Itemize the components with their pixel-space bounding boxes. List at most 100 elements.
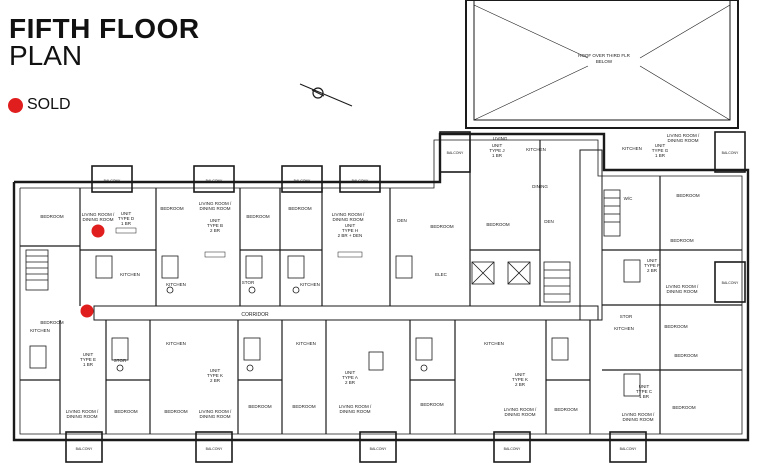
svg-text:1 BR: 1 BR <box>639 394 650 399</box>
room-den: DEN <box>397 218 407 223</box>
sold-marker <box>91 224 105 238</box>
room-dining: DINING <box>532 184 548 189</box>
room-living-dining-1: LIVING ROOM / <box>66 409 99 414</box>
room-bedroom: BEDROOM <box>420 402 444 407</box>
svg-text:BALCONY: BALCONY <box>206 179 223 183</box>
svg-text:UNIT: UNIT <box>639 384 650 389</box>
svg-text:1 BR: 1 BR <box>655 153 666 158</box>
room-kitchen: KITCHEN <box>166 282 186 287</box>
room-kitchen: KITCHEN <box>120 272 140 277</box>
room-living-dining-1: LIVING ROOM / <box>199 201 232 206</box>
room-living-dining-1: LIVING ROOM / <box>332 212 365 217</box>
balconies <box>65 131 746 463</box>
room-living-dining-1: LIVING ROOM / <box>667 133 700 138</box>
sold-markers <box>80 224 105 318</box>
room-living-dining-1: LIVING ROOM / <box>666 284 699 289</box>
svg-text:TYPE E: TYPE E <box>80 357 96 362</box>
room-bedroom: BEDROOM <box>674 353 698 358</box>
room-bedroom: BEDROOM <box>288 206 312 211</box>
room-living-dining-2: DINING ROOM <box>83 217 114 222</box>
room-bedroom: BEDROOM <box>676 193 700 198</box>
room-living-dining-1: LIVING ROOM / <box>199 409 232 414</box>
corridor-label: CORRIDOR <box>241 312 269 318</box>
svg-text:BALCONY: BALCONY <box>294 179 311 183</box>
room-bedroom: BEDROOM <box>114 409 138 414</box>
room-bedroom: BEDROOM <box>40 214 64 219</box>
svg-text:TYPE D: TYPE D <box>118 216 135 221</box>
room-bedroom: BEDROOM <box>670 238 694 243</box>
plan-title: FIFTH FLOOR <box>9 13 200 44</box>
svg-text:TYPE J: TYPE J <box>489 148 504 153</box>
room-kitchen: KITCHEN <box>484 341 504 346</box>
svg-text:TYPE C: TYPE C <box>636 389 653 394</box>
balcony-labels: BALCONY BALCONY BALCONY BALCONY BALCONY … <box>76 151 739 451</box>
room-living-dining-2: DINING ROOM <box>505 412 536 417</box>
room-stor: STOR <box>242 280 255 285</box>
svg-text:UNIT: UNIT <box>345 223 356 228</box>
svg-text:TYPE B: TYPE B <box>207 223 223 228</box>
room-bedroom: BEDROOM <box>664 324 688 329</box>
svg-text:BALCONY: BALCONY <box>370 447 387 451</box>
room-bedroom: BEDROOM <box>292 404 316 409</box>
roof-note-line2: BELOW <box>596 59 613 64</box>
legend: SOLD <box>8 96 71 114</box>
svg-text:BALCONY: BALCONY <box>504 447 521 451</box>
svg-text:TYPE A: TYPE A <box>342 375 358 380</box>
svg-text:1 BR: 1 BR <box>83 362 94 367</box>
room-den: DEN <box>544 219 554 224</box>
room-bedroom: BEDROOM <box>672 405 696 410</box>
room-living-dining-2: DINING ROOM <box>340 409 371 414</box>
room-living-dining-1: LIVING ROOM / <box>339 404 372 409</box>
svg-text:BALCONY: BALCONY <box>620 447 637 451</box>
svg-text:UNIT: UNIT <box>647 258 658 263</box>
svg-text:BALCONY: BALCONY <box>104 179 121 183</box>
room-living-dining-2: DINING ROOM <box>200 414 231 419</box>
room-living-dining-2: DINING ROOM <box>668 138 699 143</box>
room-living: LIVING <box>493 136 508 141</box>
north-arrow-icon <box>299 83 353 107</box>
room-kitchen: KITCHEN <box>622 146 642 151</box>
stairs-and-elevators <box>25 189 621 371</box>
svg-text:BALCONY: BALCONY <box>352 179 369 183</box>
room-wic: W/C <box>624 196 633 201</box>
room-kitchen: KITCHEN <box>166 341 186 346</box>
svg-text:UNIT: UNIT <box>210 368 221 373</box>
room-kitchen: KITCHEN <box>614 326 634 331</box>
svg-text:BALCONY: BALCONY <box>722 281 739 285</box>
corridor <box>93 149 603 321</box>
svg-text:1 BR: 1 BR <box>121 221 132 226</box>
room-elec: ELEC <box>435 272 448 277</box>
roof-area <box>465 0 739 129</box>
svg-text:UNIT: UNIT <box>492 143 503 148</box>
room-bedroom: BEDROOM <box>554 407 578 412</box>
room-living-dining-2: DINING ROOM <box>67 414 98 419</box>
room-bedroom: BEDROOM <box>40 320 64 325</box>
room-kitchen: KITCHEN <box>30 328 50 333</box>
svg-text:UNIT: UNIT <box>515 372 526 377</box>
svg-text:BALCONY: BALCONY <box>447 151 464 155</box>
svg-text:BALCONY: BALCONY <box>722 151 739 155</box>
svg-text:2 BR: 2 BR <box>647 268 658 273</box>
room-living-dining-2: DINING ROOM <box>667 289 698 294</box>
room-labels: BEDROOM BEDROOM BEDROOM BEDROOM BEDROOM … <box>30 133 700 422</box>
svg-text:2 BR: 2 BR <box>345 380 356 385</box>
room-stor: STOR <box>620 314 633 319</box>
legend-label: SOLD <box>27 96 71 113</box>
sold-dot-icon <box>8 97 23 113</box>
sold-marker <box>80 304 94 318</box>
building-outline <box>12 132 750 442</box>
svg-text:BALCONY: BALCONY <box>206 447 223 451</box>
svg-text:UNIT: UNIT <box>83 352 94 357</box>
room-living-dining-2: DINING ROOM <box>623 417 654 422</box>
roof-note-line1: ROOF OVER THIRD FLR <box>578 53 630 58</box>
room-living-dining-2: DINING ROOM <box>333 217 364 222</box>
svg-text:TYPE K: TYPE K <box>207 373 223 378</box>
room-bedroom: BEDROOM <box>486 222 510 227</box>
